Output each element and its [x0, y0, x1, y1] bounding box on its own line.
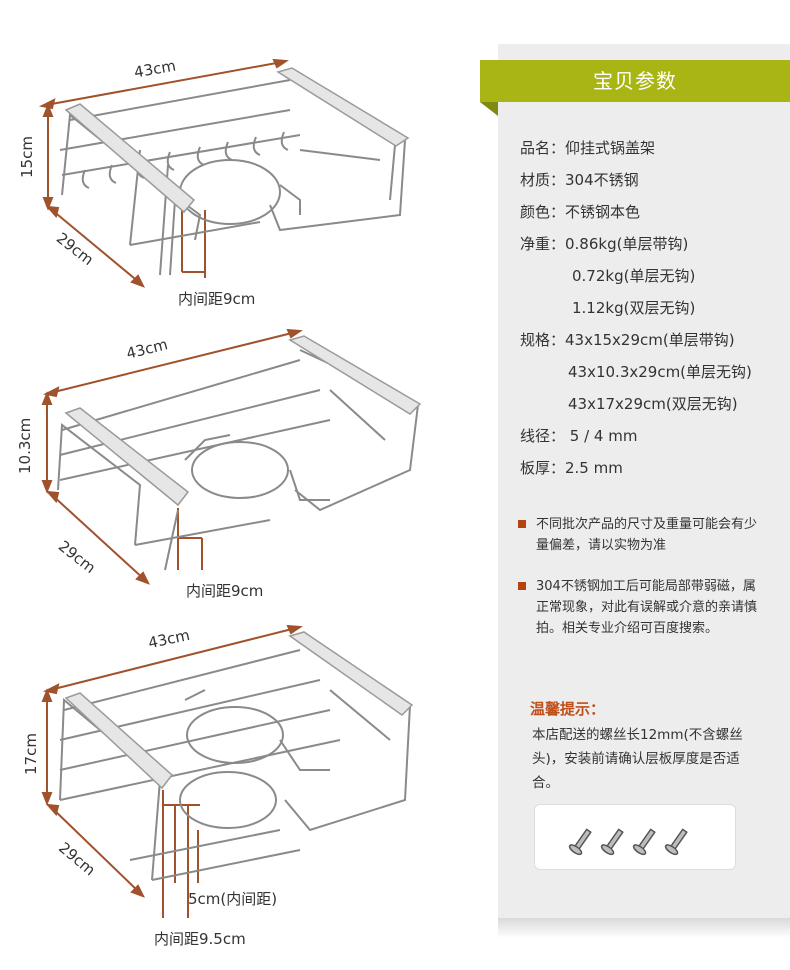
rack-diagram-single-hooks: [38, 58, 410, 288]
note-1-text: 不同批次产品的尺寸及重量可能会有少量偏差，请以实物为准: [536, 517, 758, 553]
spec-color: 颜色：不锈钢本色: [520, 203, 641, 221]
product-diagrams: 43cm 15cm 29cm 内间距9cm: [16, 56, 422, 948]
spec-wire: 线径： 5 / 4 mm: [520, 427, 638, 445]
panel-shadow: [498, 918, 790, 938]
spec-size-2: 43x10.3x29cm(单层无钩): [568, 363, 752, 381]
rack-diagram-double: [41, 624, 414, 918]
inner-spacing-label-2: 内间距9cm: [186, 582, 264, 600]
spec-board: 板厚：2.5 mm: [520, 459, 623, 477]
spec-name: 品名：仰挂式锅盖架: [520, 139, 656, 157]
note-2-text: 304不锈钢加工后可能局部带弱磁，属正常现象，对此有误解或介意的亲请慎拍。相关专…: [536, 579, 758, 636]
tip-title: 温馨提示：: [530, 700, 606, 718]
spec-weight-2: 0.72kg(单层无钩): [572, 267, 696, 285]
spec-material: 材质：304不锈钢: [520, 171, 639, 189]
inner-spacing-label-1: 内间距9cm: [178, 290, 256, 308]
panel-title: 宝贝参数: [593, 69, 677, 93]
rack-diagram-single: [41, 328, 422, 585]
spec-panel: [498, 44, 790, 918]
screws-image: [534, 804, 736, 870]
spec-weight-3: 1.12kg(双层无钩): [572, 299, 696, 317]
spec-size-3: 43x17x29cm(双层无钩): [568, 395, 738, 413]
spec-size-1: 规格：43x15x29cm(单层带钩): [520, 331, 735, 349]
height-label-3: 17cm: [22, 733, 40, 775]
banner-fold: [480, 102, 498, 116]
screw-icon: [568, 828, 688, 856]
inner-spacing-label-3: 内间距9.5cm: [154, 930, 246, 948]
note-bullet: [518, 582, 526, 590]
spec-weight-1: 净重：0.86kg(单层带钩): [520, 235, 689, 253]
note-1: 不同批次产品的尺寸及重量可能会有少量偏差，请以实物为准: [518, 514, 768, 556]
note-2: 304不锈钢加工后可能局部带弱磁，属正常现象，对此有误解或介意的亲请慎拍。相关专…: [518, 576, 768, 639]
title-banner: [480, 60, 790, 102]
note-bullet: [518, 520, 526, 528]
inner-spacing-label-5cm: 5cm(内间距): [188, 890, 278, 908]
tip-text: 本店配送的螺丝长12mm(不含螺丝头)，安装前请确认层板厚度是否适合。: [532, 727, 743, 791]
